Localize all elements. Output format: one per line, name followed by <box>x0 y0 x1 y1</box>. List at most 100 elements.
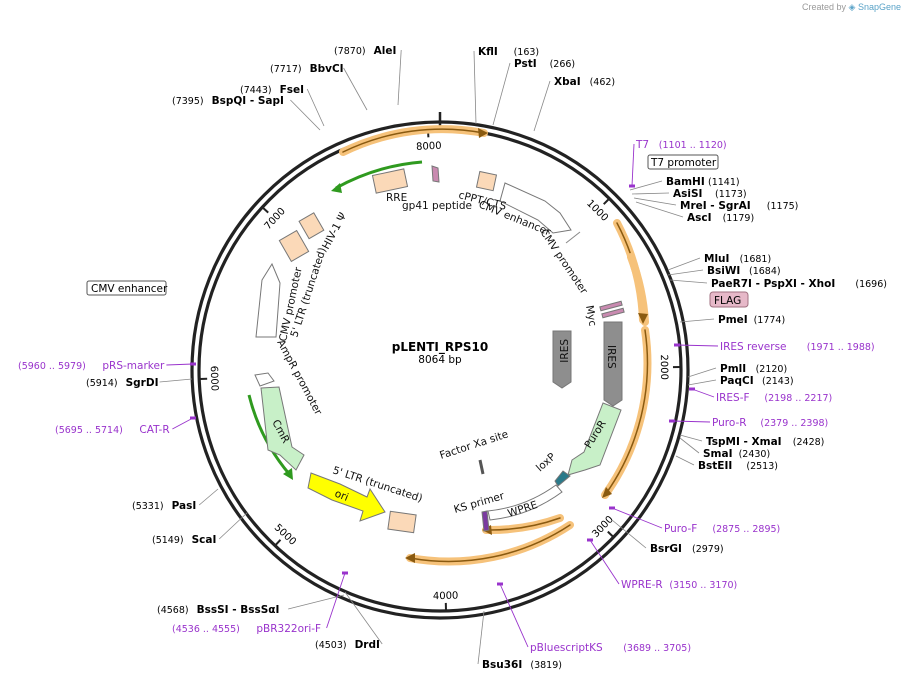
primer-name: pBR322ori-F <box>256 623 321 635</box>
site-leader-lines <box>159 49 717 665</box>
primer-leader-line <box>589 539 620 585</box>
site-name: SmaI <box>703 448 733 460</box>
primer-leader-line <box>676 344 719 347</box>
primer-leader-line <box>326 572 346 629</box>
cmv-promoter-label: CMV promoter <box>538 227 591 297</box>
site-leader-line <box>611 519 647 549</box>
site-leader-line <box>343 67 368 111</box>
site-position: (2120) <box>756 364 788 375</box>
site-name: PasI <box>172 500 197 512</box>
primer-label-2: IRES-F(2198 .. 2217) <box>716 392 832 404</box>
site-position: (4568) <box>157 605 189 616</box>
site-label-5: MreI - SgrAI(1175) <box>680 200 798 212</box>
hiv-psi-box <box>298 212 325 240</box>
primer-range: (2198 .. 2217) <box>764 393 832 404</box>
site-position: (1141) <box>708 177 740 188</box>
arrowhead-top <box>478 128 488 138</box>
primer-label-4: Puro-F(2875 .. 2895) <box>664 523 780 535</box>
site-name: BsrGI <box>650 543 682 555</box>
primer-label-0: T7(1101 .. 1120) <box>635 139 727 151</box>
primer-range: (1101 .. 1120) <box>659 140 727 151</box>
tick-label-8000: 8000 <box>416 141 442 153</box>
site-name: ScaI <box>192 534 217 546</box>
primer-name: Puro-F <box>664 523 697 535</box>
site-leader-line <box>675 455 695 466</box>
myc-mark-2 <box>601 307 625 319</box>
site-name: PstI <box>514 58 537 70</box>
site-position: (4503) <box>315 640 347 651</box>
site-name: DrdI <box>355 639 380 651</box>
site-label-8: BsiWI(1684) <box>707 265 781 277</box>
myc-label: Myc <box>583 304 599 327</box>
orf-arc-bottom-line <box>409 524 571 563</box>
ires-label-inner: IRES <box>559 339 571 363</box>
green-arc-left <box>247 394 292 476</box>
gp41-peptide-label: gp41 peptide <box>402 200 472 212</box>
site-name: KflI <box>478 46 498 58</box>
primer-range: (3150 .. 3170) <box>669 580 737 591</box>
site-position: (3819) <box>530 660 562 671</box>
site-position: (2430) <box>739 449 771 460</box>
green-arrowhead-left <box>283 468 293 480</box>
cmv-promoter-left-arrow <box>255 262 281 338</box>
site-leader-line <box>633 197 677 206</box>
snapgene-logo-icon: ◈ <box>848 2 856 12</box>
cmr-arrow <box>260 386 305 471</box>
primer-label-6: pBluescriptKS(3689 .. 3705) <box>530 642 691 654</box>
site-name: XbaI <box>554 76 581 88</box>
site-position: (7395) <box>172 96 204 107</box>
site-label-10: PmeI(1774) <box>718 314 785 326</box>
site-leader-line <box>669 279 708 284</box>
creator-brand: SnapGene <box>857 2 901 12</box>
orf-arc-bottom-inner <box>482 514 564 535</box>
arrowhead-bottom <box>405 553 415 563</box>
site-leader-line <box>477 610 485 665</box>
boxed-labels: T7 promoter FLAG CMV enhancer <box>86 154 749 308</box>
site-label-1: PstI(266) <box>514 58 575 70</box>
primer-range: (2379 .. 2398) <box>760 418 828 429</box>
cmv-promoter-tick <box>565 231 581 244</box>
site-name: BsiWI <box>707 265 740 277</box>
tick-mark-3000 <box>607 530 614 538</box>
site-leader-line <box>679 434 703 442</box>
site-name: BamHI <box>666 176 705 188</box>
site-position: (462) <box>590 77 616 88</box>
loxp-label: loxP <box>534 451 558 474</box>
primer-name: CAT-R <box>139 424 169 436</box>
green-arrows <box>247 160 423 480</box>
wpre-label: WPRE <box>506 499 539 520</box>
site-leader-line <box>679 437 700 454</box>
site-position: (7717) <box>270 64 302 75</box>
site-leader-line <box>473 50 477 125</box>
primer-name: WPRE-R <box>621 579 663 591</box>
primer-label-9: (5960 .. 5979)pRS-marker <box>18 360 165 372</box>
site-leader-line <box>344 591 383 645</box>
primer-range: (5695 .. 5714) <box>55 425 123 436</box>
flag-box <box>709 291 749 308</box>
primer-label-3: Puro-R(2379 .. 2398) <box>712 417 828 429</box>
orf-arc-right-inner <box>627 253 649 326</box>
plasmid-length: 8064 bp <box>418 354 462 366</box>
site-position: (5149) <box>152 535 184 546</box>
site-position: (163) <box>514 47 540 58</box>
site-label-11: PmlI (2120) <box>720 363 787 375</box>
tick-mark-5000 <box>274 539 282 546</box>
site-position: (2513) <box>746 461 778 472</box>
primer-label-1: IRES reverse(1971 .. 1988) <box>720 341 875 353</box>
site-label-6: AscI(1179) <box>687 212 754 224</box>
orf-arc-top-line <box>342 128 485 153</box>
primer-name: pRS-marker <box>102 360 165 372</box>
site-label-19: (4568)BssSI - BssSαI <box>157 604 279 616</box>
primer-leader-line <box>166 363 194 366</box>
site-label-4: AsiSI(1173) <box>673 188 747 200</box>
site-name: BspQI - SapI <box>212 95 284 107</box>
myc-mark-1 <box>599 300 623 312</box>
site-name: TspMI - XmaI <box>706 436 782 448</box>
site-label-7: MluI(1681) <box>704 253 771 265</box>
site-name: PmlI <box>720 363 746 375</box>
plasmid-name: pLENTI_RPS10 <box>392 340 489 355</box>
site-leader-line <box>679 318 715 323</box>
site-position: (1681) <box>740 254 772 265</box>
site-position: (5331) <box>132 501 164 512</box>
